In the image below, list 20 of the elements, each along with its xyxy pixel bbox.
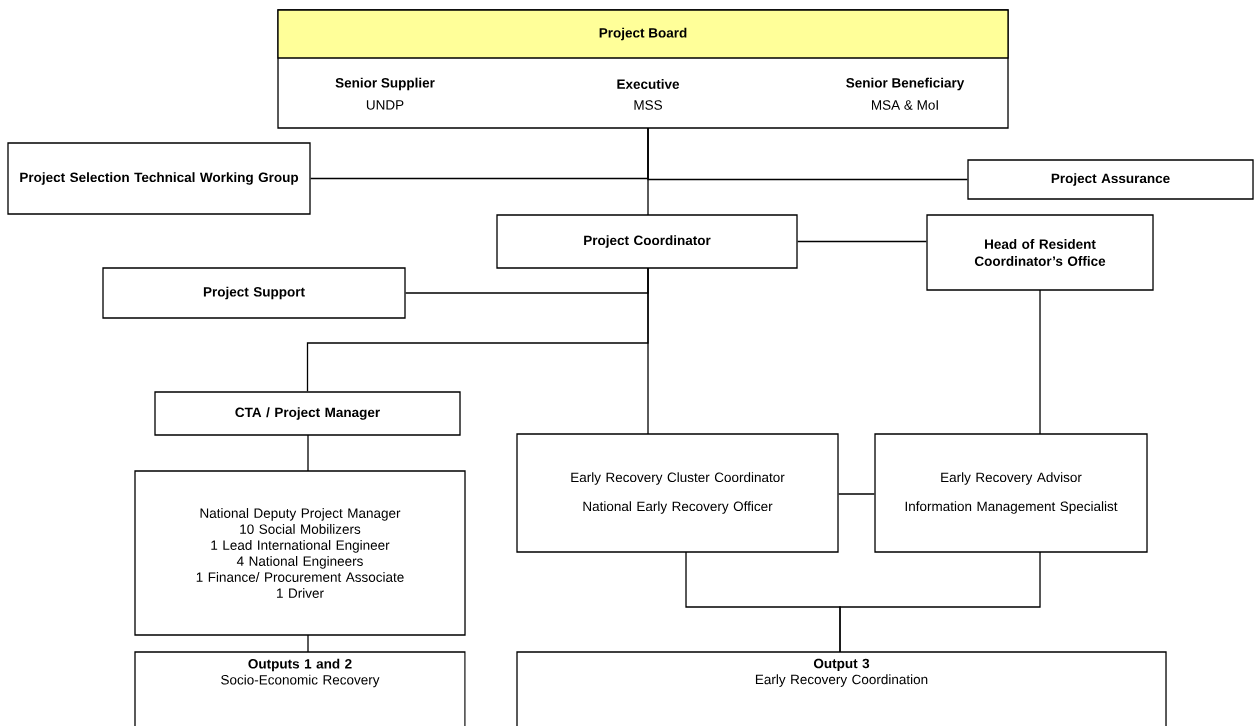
board-box: Project Board Senior Supplier UNDP Executive MSS Senior Beneficiary MSA & MoI xyxy=(277,9,1009,129)
connector-line xyxy=(1039,289,1041,435)
connector-line xyxy=(797,240,927,243)
connector-line xyxy=(307,434,309,472)
role-box: Project Coordinator xyxy=(496,214,798,269)
connector-line xyxy=(647,267,649,435)
role-box: Project Assurance xyxy=(967,159,1254,200)
connector-line xyxy=(839,551,1041,653)
team-box: Early Recovery Cluster Coordinator National Early Recovery Officer xyxy=(516,433,839,553)
role-box: CTA / Project Manager xyxy=(154,391,461,436)
staff-box: National Deputy Project Manager 10 Social Mobilizers 1 Lead International Engineer 4 National Engineers 1 Finance/ Procurement Associate 1 Driver xyxy=(134,470,466,636)
role-box: Project Support xyxy=(102,267,406,319)
team-box: Early Recovery Advisor Information Management Specialist xyxy=(874,433,1148,553)
connector-line xyxy=(838,493,875,495)
connector-line xyxy=(647,127,968,181)
role-box: Project Selection Technical Working Group xyxy=(7,142,311,215)
output-box: Outputs 1 and 2 Socio-Economic Recovery xyxy=(134,651,466,726)
connector-line xyxy=(307,634,309,653)
output-box: Output 3 Early Recovery Coordination xyxy=(516,651,1167,726)
role-box: Head of Resident Coordinator’s Office xyxy=(926,214,1154,291)
